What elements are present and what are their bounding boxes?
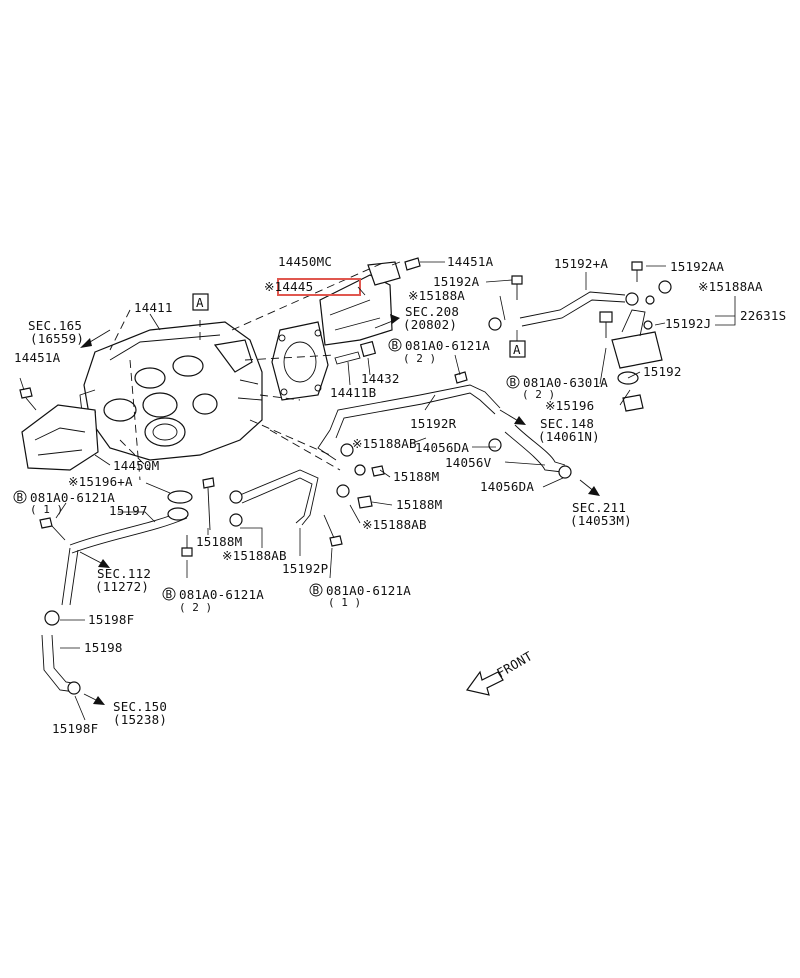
front-label: FRONT xyxy=(494,648,535,680)
label-15188M-2: 15188M xyxy=(396,497,442,512)
section-ref-150: SEC.150 (15238) xyxy=(113,699,167,727)
label-15196: ※15196 xyxy=(545,398,594,413)
label-15188AB-2: ※15188AB xyxy=(362,517,427,532)
label-14411: 14411 xyxy=(134,300,173,315)
ref-box-a-1: A xyxy=(192,293,209,311)
label-14450MC: 14450MC xyxy=(278,254,332,269)
label-15188M-1: 15188M xyxy=(393,469,439,484)
label-15198: 15198 xyxy=(84,640,123,655)
hose-15198 xyxy=(41,610,81,695)
bolt-4-qty: ( 2 ) xyxy=(179,601,212,614)
label-22631S: 22631S xyxy=(740,308,786,323)
bolt-3-qty: ( 1 ) xyxy=(30,503,63,516)
bolt-5-code: 081A0-6121A xyxy=(326,583,411,598)
label-15188AB-1: ※15188AB xyxy=(352,436,417,451)
section-ref-208: SEC.208 (20802) xyxy=(403,304,459,332)
ref-a-1-text: A xyxy=(196,295,204,310)
sec-165-ref: (16559) xyxy=(30,331,84,346)
sec-112-ref: (11272) xyxy=(95,579,149,594)
bolt-marker: B xyxy=(17,491,24,504)
sec-208: SEC.208 xyxy=(405,304,459,319)
ref-box-a-2: A xyxy=(509,330,526,358)
label-15192-plus-A: 15192+A xyxy=(554,256,608,271)
label-15192R: 15192R xyxy=(410,416,457,431)
label-15196-plus-A: ※15196+A xyxy=(68,474,133,489)
pipe-15192P xyxy=(229,469,319,526)
turbocharger-body xyxy=(79,321,263,461)
label-14445: ※14445 xyxy=(264,279,313,294)
sec-150-ref: (15238) xyxy=(113,712,167,727)
label-14451A-top: 14451A xyxy=(447,254,494,269)
section-ref-165: SEC.165 (16559) xyxy=(28,318,84,346)
bolt-marker: B xyxy=(510,376,517,389)
label-15192A: 15192A xyxy=(433,274,480,289)
heat-shield-lower xyxy=(21,404,99,471)
leader-lines xyxy=(19,261,736,721)
bolt-marker: B xyxy=(166,588,173,601)
part-labels: 14450MC 14451A ※14445 15192A 15192+A 151… xyxy=(14,254,786,736)
sec-150: SEC.150 xyxy=(113,699,167,714)
sec-165: SEC.165 xyxy=(28,318,82,333)
label-14056DA-1: 14056DA xyxy=(415,440,469,455)
bolt-callout-2: B 081A0-6301A ( 2 ) xyxy=(506,375,608,401)
bolt-3-code: 081A0-6121A xyxy=(30,490,115,505)
highlight-box xyxy=(277,278,361,296)
label-15188A: ※15188A xyxy=(408,288,465,303)
label-15188AB-3: ※15188AB xyxy=(222,548,287,563)
label-15192AA: 15192AA xyxy=(670,259,724,274)
bolt-2-code: 081A0-6301A xyxy=(523,375,608,390)
label-15197: 15197 xyxy=(109,503,148,518)
ref-a-2-text: A xyxy=(513,342,521,357)
sec-211: SEC.211 xyxy=(572,500,626,515)
gasket xyxy=(271,321,329,401)
label-15198F-1: 15198F xyxy=(88,612,134,627)
section-ref-211: SEC.211 (14053M) xyxy=(570,500,632,528)
pipe-15192-plus-A xyxy=(519,291,639,327)
pipe-15192R xyxy=(317,384,501,461)
bolt-1-code: 081A0-6121A xyxy=(405,338,490,353)
sec-148-ref: (14061N) xyxy=(538,429,600,444)
bolt-callout-1: B 081A0-6121A ( 2 ) xyxy=(388,338,490,365)
bolt-marker: B xyxy=(313,584,320,597)
sensor-block-15192 xyxy=(611,295,663,385)
label-14432: 14432 xyxy=(361,371,400,386)
label-15192P: 15192P xyxy=(282,561,328,576)
label-15192: 15192 xyxy=(643,364,682,379)
bolt-marker: B xyxy=(392,339,399,352)
label-14056V: 14056V xyxy=(445,455,492,470)
sec-211-ref: (14053M) xyxy=(570,513,632,528)
bolt-glyphs xyxy=(19,257,672,557)
bolt-5-qty: ( 1 ) xyxy=(328,596,361,609)
label-14450M: 14450M xyxy=(113,458,159,473)
front-indicator: FRONT xyxy=(465,648,535,696)
sec-208-ref: (20802) xyxy=(403,317,457,332)
bolt-2-qty: ( 2 ) xyxy=(522,388,555,401)
label-15188M-3: 15188M xyxy=(196,534,242,549)
bolt-1-qty: ( 2 ) xyxy=(403,352,436,365)
section-ref-148: SEC.148 (14061N) xyxy=(538,416,600,444)
heat-shield-upper xyxy=(319,261,401,346)
bolt-4-code: 081A0-6121A xyxy=(179,587,264,602)
stud-nut xyxy=(334,340,377,365)
bolt-callout-4: B 081A0-6121A ( 2 ) xyxy=(162,587,264,614)
label-15198F-2: 15198F xyxy=(52,721,98,736)
section-ref-112: SEC.112 (11272) xyxy=(95,566,151,594)
label-15192J: 15192J xyxy=(665,316,711,331)
sec-112: SEC.112 xyxy=(97,566,151,581)
label-14451A-left: 14451A xyxy=(14,350,61,365)
bolt-callout-5: B 081A0-6121A ( 1 ) xyxy=(309,583,411,609)
label-15188AA-top: ※15188AA xyxy=(698,279,763,294)
label-14056DA-2: 14056DA xyxy=(480,479,534,494)
bolt-callout-3: B 081A0-6121A ( 1 ) xyxy=(13,490,115,516)
hose-14056V xyxy=(504,424,566,473)
label-14411B: 14411B xyxy=(330,385,376,400)
section-arrows xyxy=(79,314,600,705)
sec-148: SEC.148 xyxy=(540,416,594,431)
